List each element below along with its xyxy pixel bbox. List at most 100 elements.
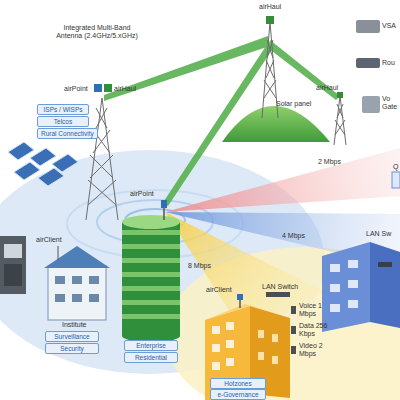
solar-panel-part xyxy=(38,168,64,186)
solar-panel-part xyxy=(30,148,56,166)
tag-text: Surveillance xyxy=(54,333,89,340)
enterprise-tower-part xyxy=(122,222,180,336)
enterprise-tower-part xyxy=(122,215,180,229)
tag-text: e-Governance xyxy=(217,391,258,398)
lattice-tower-part xyxy=(337,104,343,118)
hotzone-building-part xyxy=(226,340,234,348)
solar-panel-part xyxy=(14,162,40,180)
enterprise-tower-part xyxy=(122,244,180,249)
network-device-part xyxy=(356,58,380,68)
hotzone-building xyxy=(205,292,296,400)
service-tag: e-Governance xyxy=(210,389,266,400)
device-label: Vo Gate xyxy=(382,95,400,111)
device-label: LAN Sw xyxy=(366,230,391,238)
backhaul-beam-part xyxy=(104,36,270,101)
device-label: airClient xyxy=(36,236,62,244)
enterprise-tower-part xyxy=(122,314,180,319)
network-device xyxy=(0,20,380,294)
lattice-tower-part xyxy=(335,120,345,135)
device-label: Solar panel xyxy=(276,100,311,108)
lattice-tower-part xyxy=(96,108,107,128)
device-label: airPoint xyxy=(64,85,88,93)
service-tag: Enterprise xyxy=(124,340,178,351)
service-tag: Security xyxy=(45,343,99,354)
network-device-part xyxy=(4,264,22,286)
lattice-tower-part xyxy=(96,108,107,128)
lattice-tower-part xyxy=(264,80,276,98)
lattice-tower-part xyxy=(266,16,274,24)
device-label: LAN Switch xyxy=(262,283,298,291)
lattice-tower-part xyxy=(267,40,273,58)
institute-building xyxy=(44,246,110,320)
institute-building-part xyxy=(48,266,106,320)
enterprise-tower-part xyxy=(161,200,167,208)
institute-building-part xyxy=(89,294,99,302)
device-label: airHaul xyxy=(316,84,338,92)
office-building-part xyxy=(348,260,358,268)
office-building-part xyxy=(348,280,358,288)
tag-text: Hotzones xyxy=(224,380,251,387)
office-building-part xyxy=(348,300,358,308)
enterprise-tower-part xyxy=(122,300,180,305)
lattice-tower-part xyxy=(337,92,343,98)
device-label: Video 2 Mbps xyxy=(299,342,333,358)
hotzone-building-part xyxy=(212,362,220,370)
office-building-part xyxy=(370,242,400,328)
service-tag: Hotzones xyxy=(210,378,266,389)
enterprise-tower-part xyxy=(122,272,180,277)
hotzone-building-part xyxy=(258,330,264,338)
hotzone-building-part xyxy=(291,346,296,354)
device-label: airHaul xyxy=(259,3,281,11)
device-label: Institute xyxy=(62,321,87,329)
service-tag: ISPs / WISPs xyxy=(37,104,89,115)
backhaul-beam-part xyxy=(268,40,340,100)
lattice-tower-part xyxy=(88,180,116,205)
tag-text: Residential xyxy=(135,354,167,361)
lattice-tower-part xyxy=(264,80,276,98)
tag-text: Rural Connectivity xyxy=(41,130,94,137)
hill-part xyxy=(222,106,330,142)
lattice-tower-part xyxy=(335,120,345,135)
device-label: airPoint xyxy=(130,190,154,198)
antenna-icon-part xyxy=(94,84,102,92)
device-label: Integrated Multi-Band Antenna (2.4GHz/5.… xyxy=(55,24,139,40)
lattice-tower-part xyxy=(90,155,113,178)
hotzone-building-part xyxy=(205,304,290,320)
institute-building-part xyxy=(58,246,59,260)
office-building-part xyxy=(330,264,340,272)
lattice-tower-part xyxy=(90,155,113,178)
hotzone-building-part xyxy=(272,356,278,364)
office-building-part xyxy=(330,284,340,292)
service-tag: Surveillance xyxy=(45,331,99,342)
tag-text: Security xyxy=(60,345,83,352)
antenna-icon xyxy=(94,84,112,92)
network-device-part xyxy=(4,244,22,258)
office-building-part xyxy=(330,304,340,312)
office-building-part xyxy=(378,262,392,267)
lattice-tower-part xyxy=(88,180,116,205)
device-label: 2 Mbps xyxy=(318,158,341,166)
lattice-tower xyxy=(86,16,346,220)
lattice-tower-part xyxy=(262,22,270,118)
office-building xyxy=(322,172,400,332)
enterprise-tower-part xyxy=(122,230,180,235)
tag-text: ISPs / WISPs xyxy=(43,106,82,113)
device-label: Data 256 Kbps xyxy=(299,322,339,338)
backhaul-beam xyxy=(104,36,340,206)
institute-building-part xyxy=(89,276,99,284)
hotzone-building-part xyxy=(212,326,220,334)
lattice-tower-part xyxy=(102,98,118,220)
hotzone-building-part xyxy=(272,334,278,342)
hotzone-building-part xyxy=(212,344,220,352)
network-device-part xyxy=(356,20,380,33)
hotzone-building-part xyxy=(237,294,243,300)
device-label: airHaul xyxy=(114,85,136,93)
antenna-icon-part xyxy=(104,84,112,92)
enterprise-tower-part xyxy=(122,286,180,291)
office-building-part xyxy=(322,242,370,332)
device-label: 4 Mbps xyxy=(282,232,305,240)
hotzone-building-part xyxy=(291,326,296,334)
hill xyxy=(222,106,330,142)
network-device-part xyxy=(0,236,26,294)
